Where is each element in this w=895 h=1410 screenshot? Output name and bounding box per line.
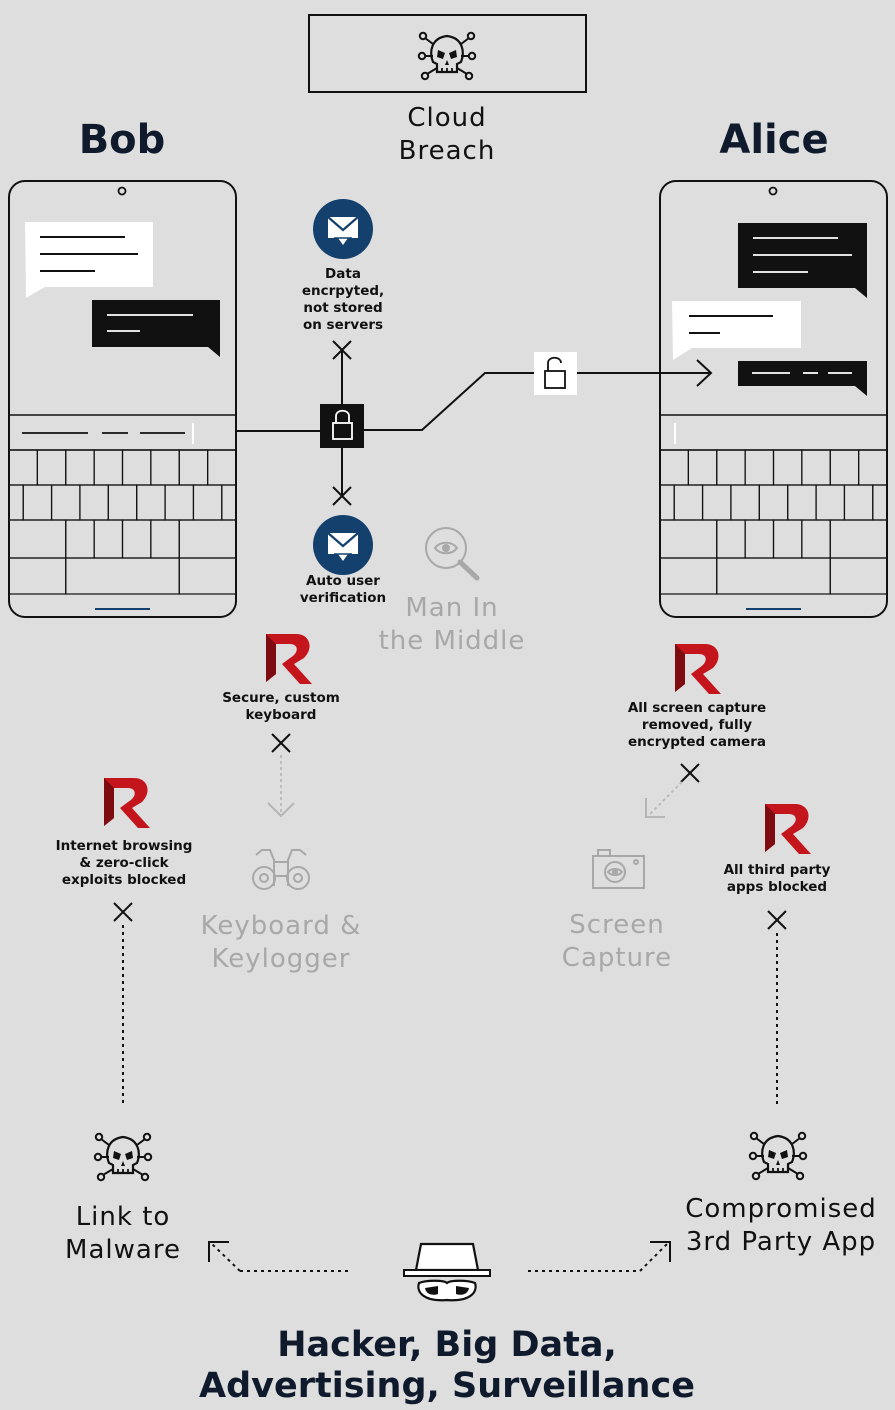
camera-protection-line1: All screen capture (627, 700, 767, 716)
keyboard-protection-line2: keyboard (245, 707, 317, 723)
hacker-title-line2: Advertising, Surveillance (199, 1366, 695, 1406)
binoculars-icon (252, 849, 310, 890)
screen-capture-line2: Capture (561, 943, 673, 973)
thirdparty-line2: 3rd Party App (685, 1227, 877, 1257)
apps-protection-line1: All third party (723, 862, 831, 878)
apps-protection-label: All third party apps blocked (702, 862, 852, 896)
alice-name: Alice (719, 117, 829, 163)
hacker-icon (403, 1242, 491, 1302)
encryption-line4: on servers (302, 317, 384, 333)
encryption-line3: not stored (303, 300, 383, 316)
keyboard-protection-line1: Secure, custom (222, 690, 340, 706)
arrow-to-alice (696, 359, 713, 387)
keylogger-line2: Keylogger (211, 944, 351, 974)
arrow-to-malware (208, 1241, 229, 1262)
verification-label: Auto user verification (283, 573, 403, 607)
arrow-to-thirdparty (650, 1241, 671, 1262)
screen-capture-line1: Screen (569, 910, 665, 940)
malware-line1: Link to (75, 1202, 171, 1232)
locked-padlock-icon (320, 404, 364, 448)
brand-r-logo-browsing (104, 778, 150, 828)
brand-r-logo-keyboard (266, 634, 312, 684)
malware-line2: Malware (65, 1235, 181, 1265)
mitm-line1: Man In (405, 593, 499, 623)
apps-protection-line2: apps blocked (726, 879, 828, 895)
malware-skull-icon (93, 1132, 153, 1182)
malware-threat-label: Link to Malware (33, 1201, 213, 1267)
hacker-title-line1: Hacker, Big Data, (277, 1325, 617, 1365)
block-x-icon (767, 910, 787, 930)
encryption-line1: Data (325, 266, 361, 282)
browsing-protection-line1: Internet browsing (55, 838, 193, 854)
browsing-protection-label: Internet browsing & zero-click exploits … (44, 838, 204, 889)
thirdparty-threat-label: Compromised 3rd Party App (671, 1193, 891, 1259)
camera-protection-line3: encrypted camera (628, 734, 766, 750)
block-x-icon (680, 763, 700, 783)
hacker-title: Hacker, Big Data, Advertising, Surveilla… (147, 1325, 747, 1407)
cloud-label-line2: Breach (398, 136, 496, 166)
encryption-shield-icon (313, 199, 373, 259)
browsing-protection-line2: & zero-click (79, 855, 169, 871)
mitm-label: Man In the Middle (352, 592, 552, 658)
brand-r-logo-apps (765, 804, 811, 854)
cloud-skull-icon (417, 31, 477, 81)
camera-protection-line2: removed, fully (641, 717, 753, 733)
verification-shield-icon (313, 515, 373, 575)
verification-line1: Auto user (306, 573, 380, 589)
magnifier-eye-icon (425, 527, 480, 581)
bob-name: Bob (78, 117, 166, 163)
browsing-protection-line3: exploits blocked (61, 872, 187, 888)
camera-icon (592, 849, 645, 889)
block-x-icon (113, 902, 133, 922)
cloud-label-line1: Cloud (407, 103, 487, 133)
alice-phone (659, 180, 888, 618)
encryption-line2: encrpyted, (301, 283, 385, 299)
block-x-icon (271, 733, 291, 753)
mitm-line2: the Middle (378, 626, 526, 656)
brand-r-logo-camera (675, 644, 721, 694)
bob-phone (8, 180, 237, 618)
cloud-breach-box (308, 14, 587, 93)
thirdparty-line1: Compromised (685, 1194, 877, 1224)
cloud-breach-label: Cloud Breach (340, 102, 554, 168)
keylogger-line1: Keyboard & (200, 911, 362, 941)
keyboard-protection-label: Secure, custom keyboard (206, 690, 356, 724)
screen-capture-threat-label: Screen Capture (517, 909, 717, 975)
verification-line2: verification (299, 590, 387, 606)
encryption-label: Data encrpyted, not stored on servers (283, 266, 403, 334)
keylogger-threat-label: Keyboard & Keylogger (166, 910, 396, 976)
unlocked-padlock-icon (534, 352, 577, 395)
thirdparty-skull-icon (748, 1131, 808, 1181)
camera-protection-label: All screen capture removed, fully encryp… (612, 700, 782, 751)
